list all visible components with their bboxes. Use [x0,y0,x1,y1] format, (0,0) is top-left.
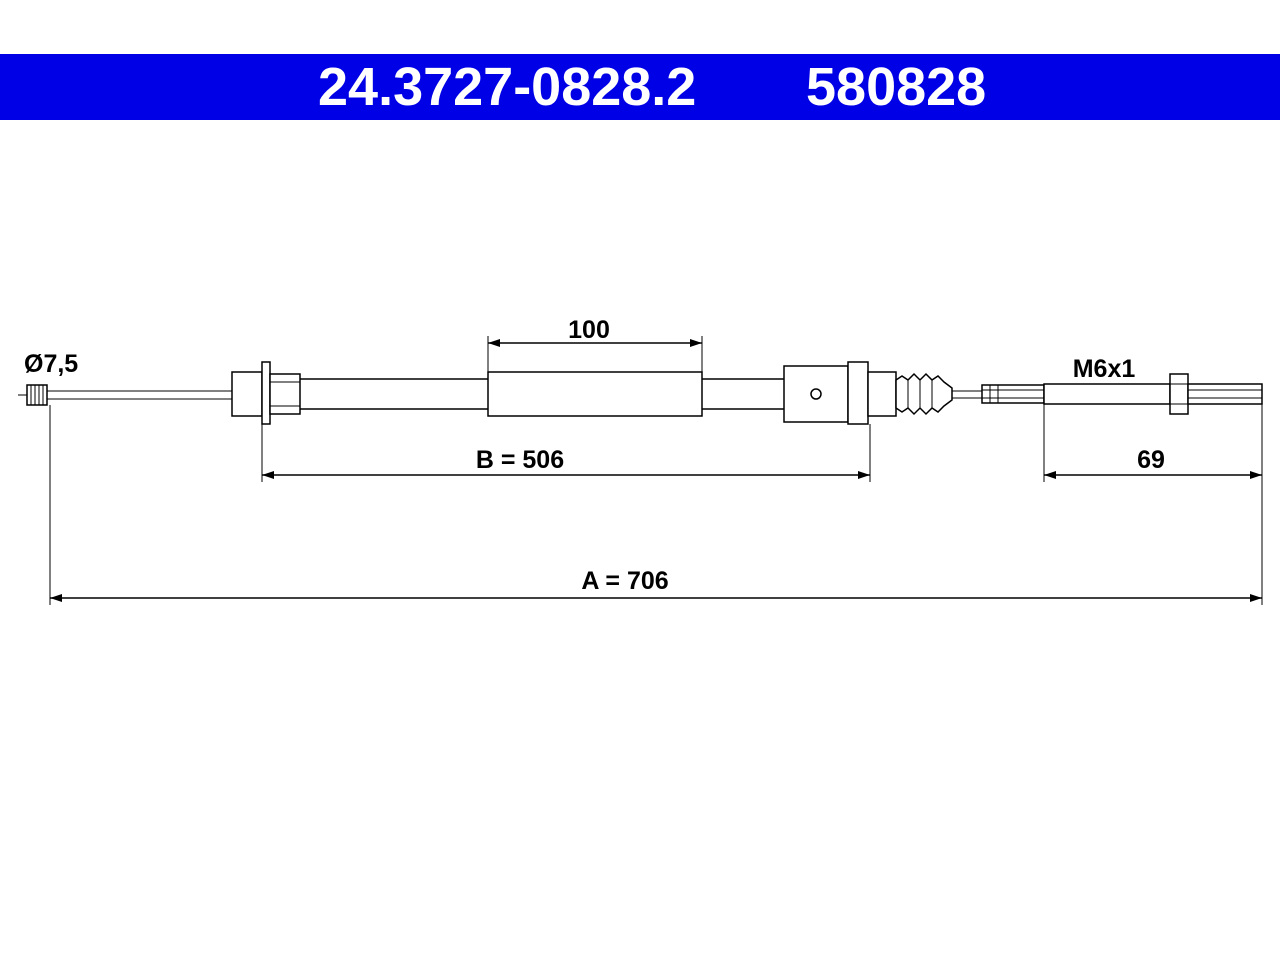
outer-sheath [300,378,784,410]
header-bar [0,54,1280,120]
dimension-sleeve [487,336,703,372]
label-length-a: A = 706 [581,567,668,595]
exposed-wire [952,390,982,399]
dimension-b [261,424,871,482]
label-diameter: Ø7,5 [24,350,78,378]
label-thread: M6x1 [1073,355,1136,383]
label-sleeve-length: 100 [568,316,610,344]
label-end-length: 69 [1137,446,1165,474]
right-fitting [783,361,897,425]
left-fitting [231,361,301,425]
reference-number: 580828 [806,57,987,117]
bellows-boot [895,372,953,416]
part-number: 24.3727-0828.2 [318,57,697,117]
inner-wire [47,390,232,400]
threaded-end [981,373,1263,415]
left-nipple [18,384,48,406]
label-length-b: B = 506 [476,446,564,474]
dimension-a [49,404,1263,605]
protective-sleeve [487,371,703,417]
